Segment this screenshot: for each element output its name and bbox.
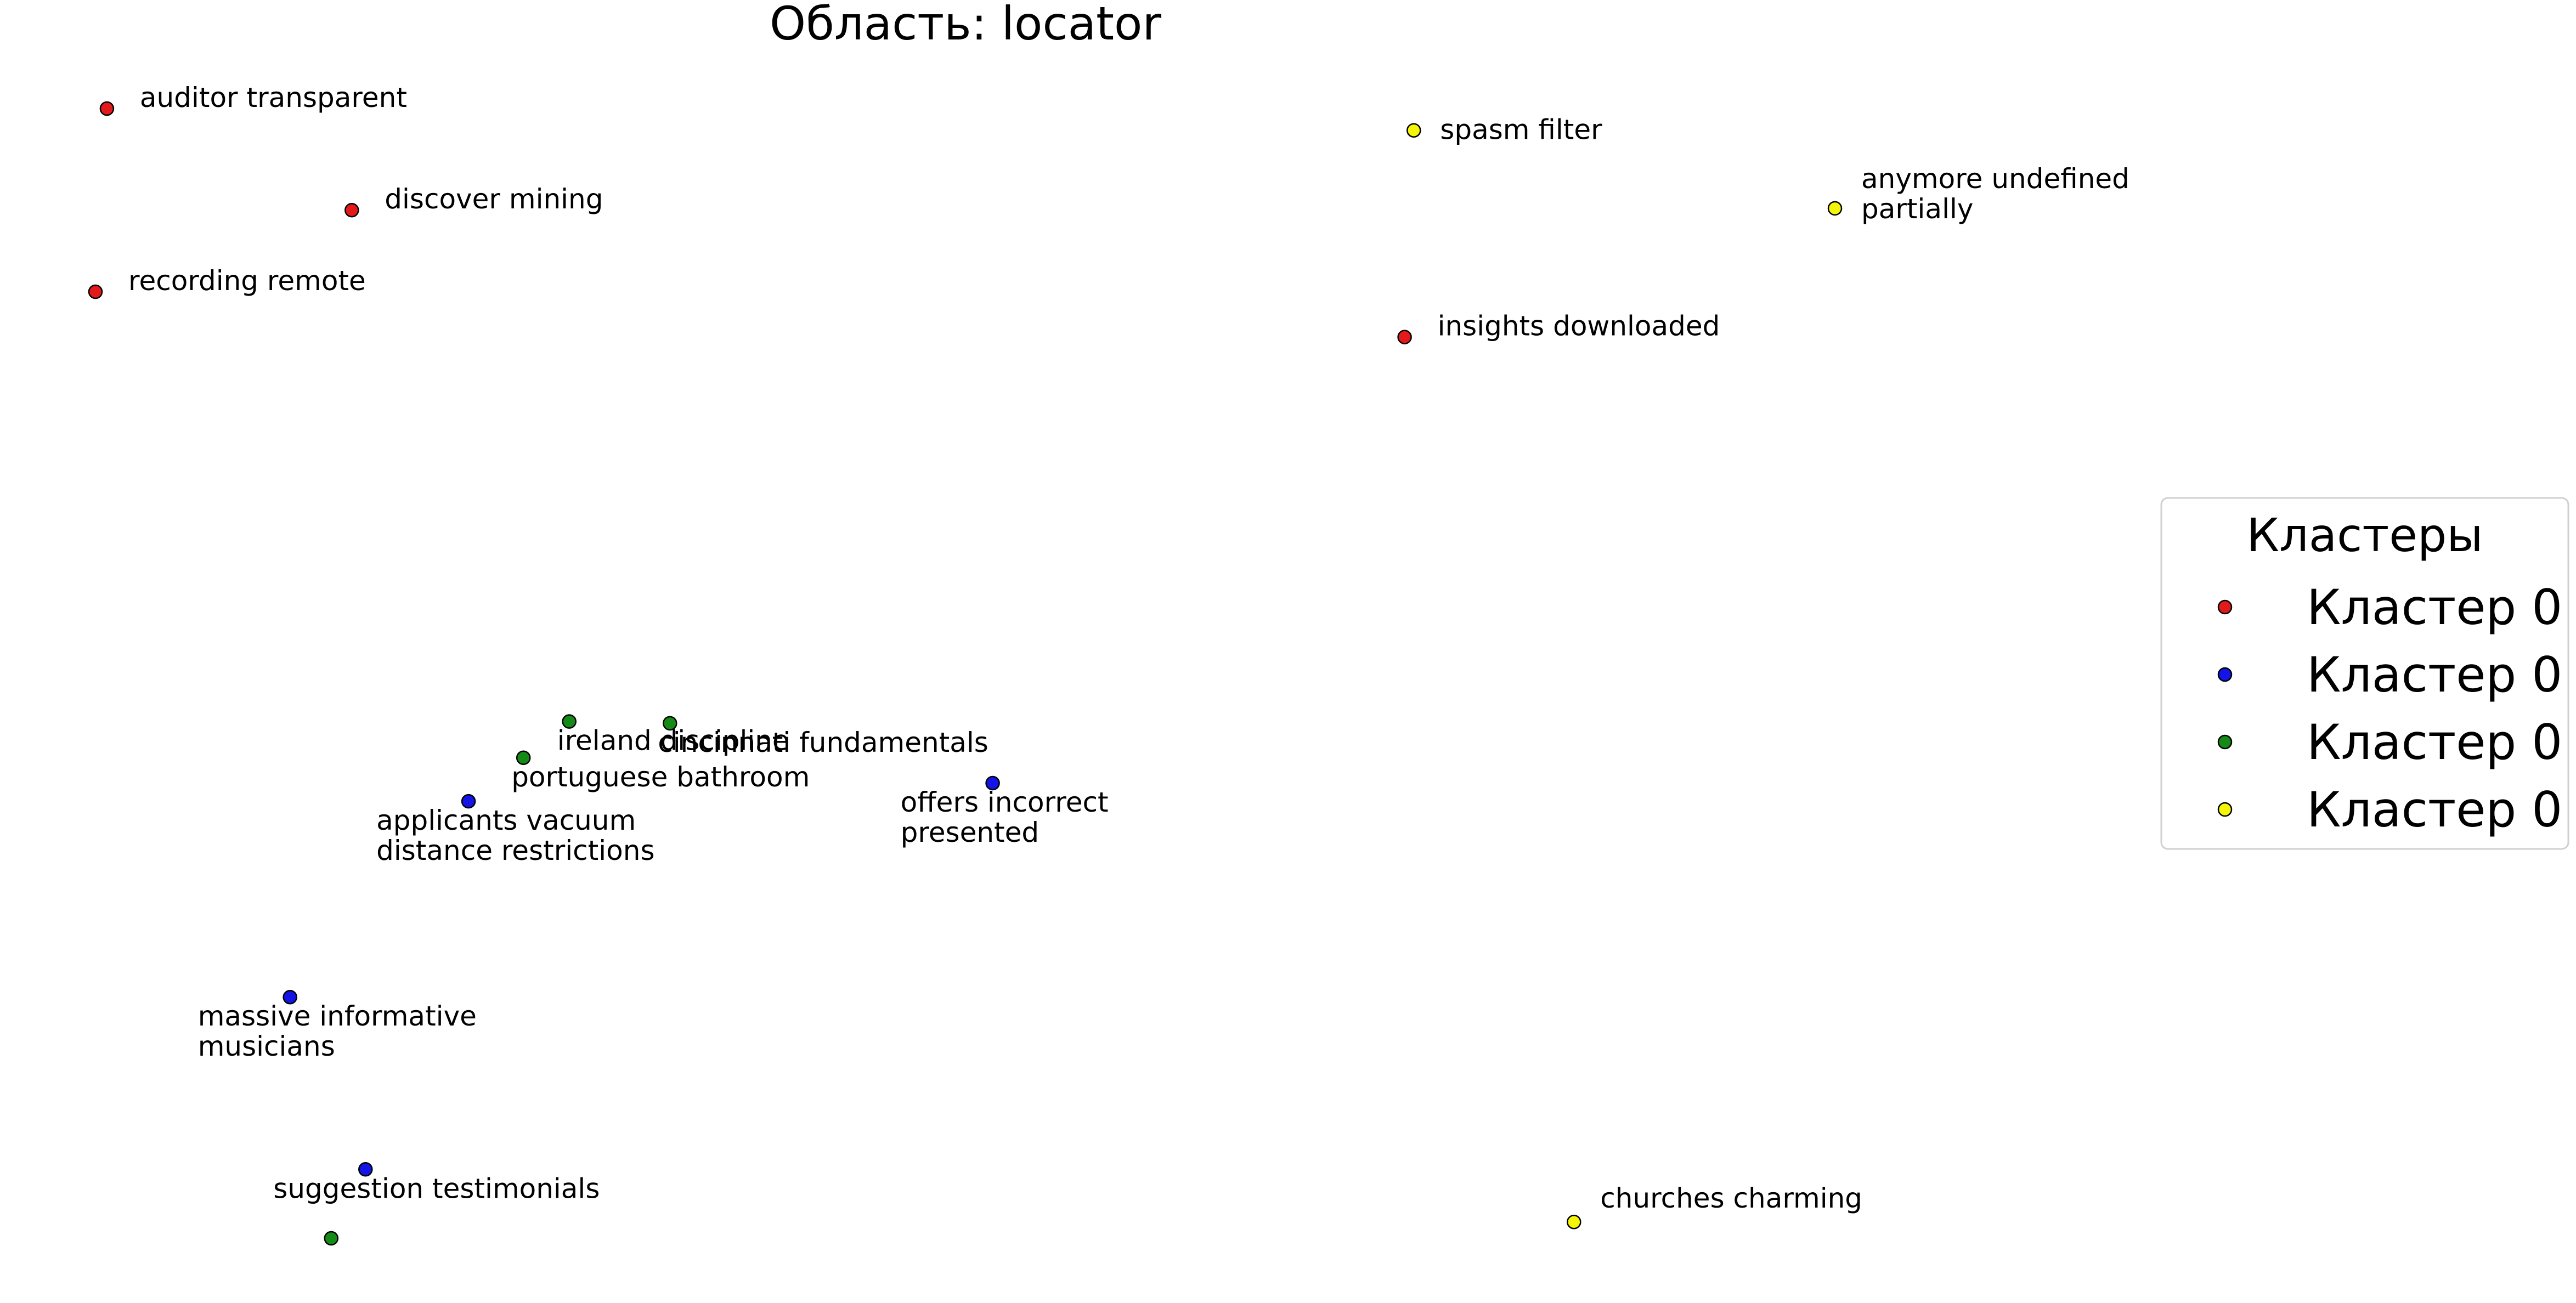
point-label: discover mining (385, 183, 603, 215)
scatter-point (99, 101, 115, 116)
point-label: spasm filter (1440, 114, 1602, 146)
point-label: auditor transparent (140, 82, 407, 114)
scatter-point (324, 1231, 339, 1246)
point-label: churches charming (1600, 1182, 1862, 1214)
point-label: ireland discipline (557, 725, 789, 757)
legend-frame (2160, 497, 2569, 850)
scatter-point (358, 1162, 373, 1177)
chart-title: Область: locator (770, 0, 1161, 50)
scatter-point (344, 202, 359, 218)
point-label: insights downloaded (1438, 310, 1720, 342)
scatter-point (88, 284, 103, 299)
point-label: recording remote (128, 265, 366, 297)
scatter-point (663, 716, 677, 731)
scatter-point (1406, 123, 1421, 138)
scatter-point (461, 794, 476, 809)
scatter-point (985, 775, 1000, 791)
legend-label: Кластер 0 (2307, 781, 2562, 838)
legend-marker (2217, 599, 2233, 615)
scatter-point (562, 714, 577, 729)
legend-label: Кластер 0 (2307, 579, 2562, 636)
scatter-point (1397, 330, 1412, 344)
point-label: portuguese bathroom (511, 761, 810, 793)
legend-label: Кластер 0 (2307, 647, 2562, 703)
legend-entries: Кластер 0 Кластер 0 Кластер 0 Кластер 0 (2217, 579, 2562, 838)
legend-label: Кластер 0 (2307, 714, 2562, 771)
scatter-point (1827, 201, 1843, 216)
point-label: cincinnati fundamentals (658, 727, 988, 758)
scatter-point (283, 989, 297, 1005)
point-label: suggestion testimonials (273, 1172, 600, 1204)
legend-marker (2217, 667, 2233, 682)
legend-marker (2217, 734, 2233, 750)
scatter-point (516, 750, 531, 766)
points-layer: auditor transparent discover mining record… (88, 82, 2129, 1246)
legend-marker (2217, 802, 2233, 817)
legend-title: Кластеры (2246, 508, 2483, 562)
scatter-point (1567, 1214, 1581, 1230)
